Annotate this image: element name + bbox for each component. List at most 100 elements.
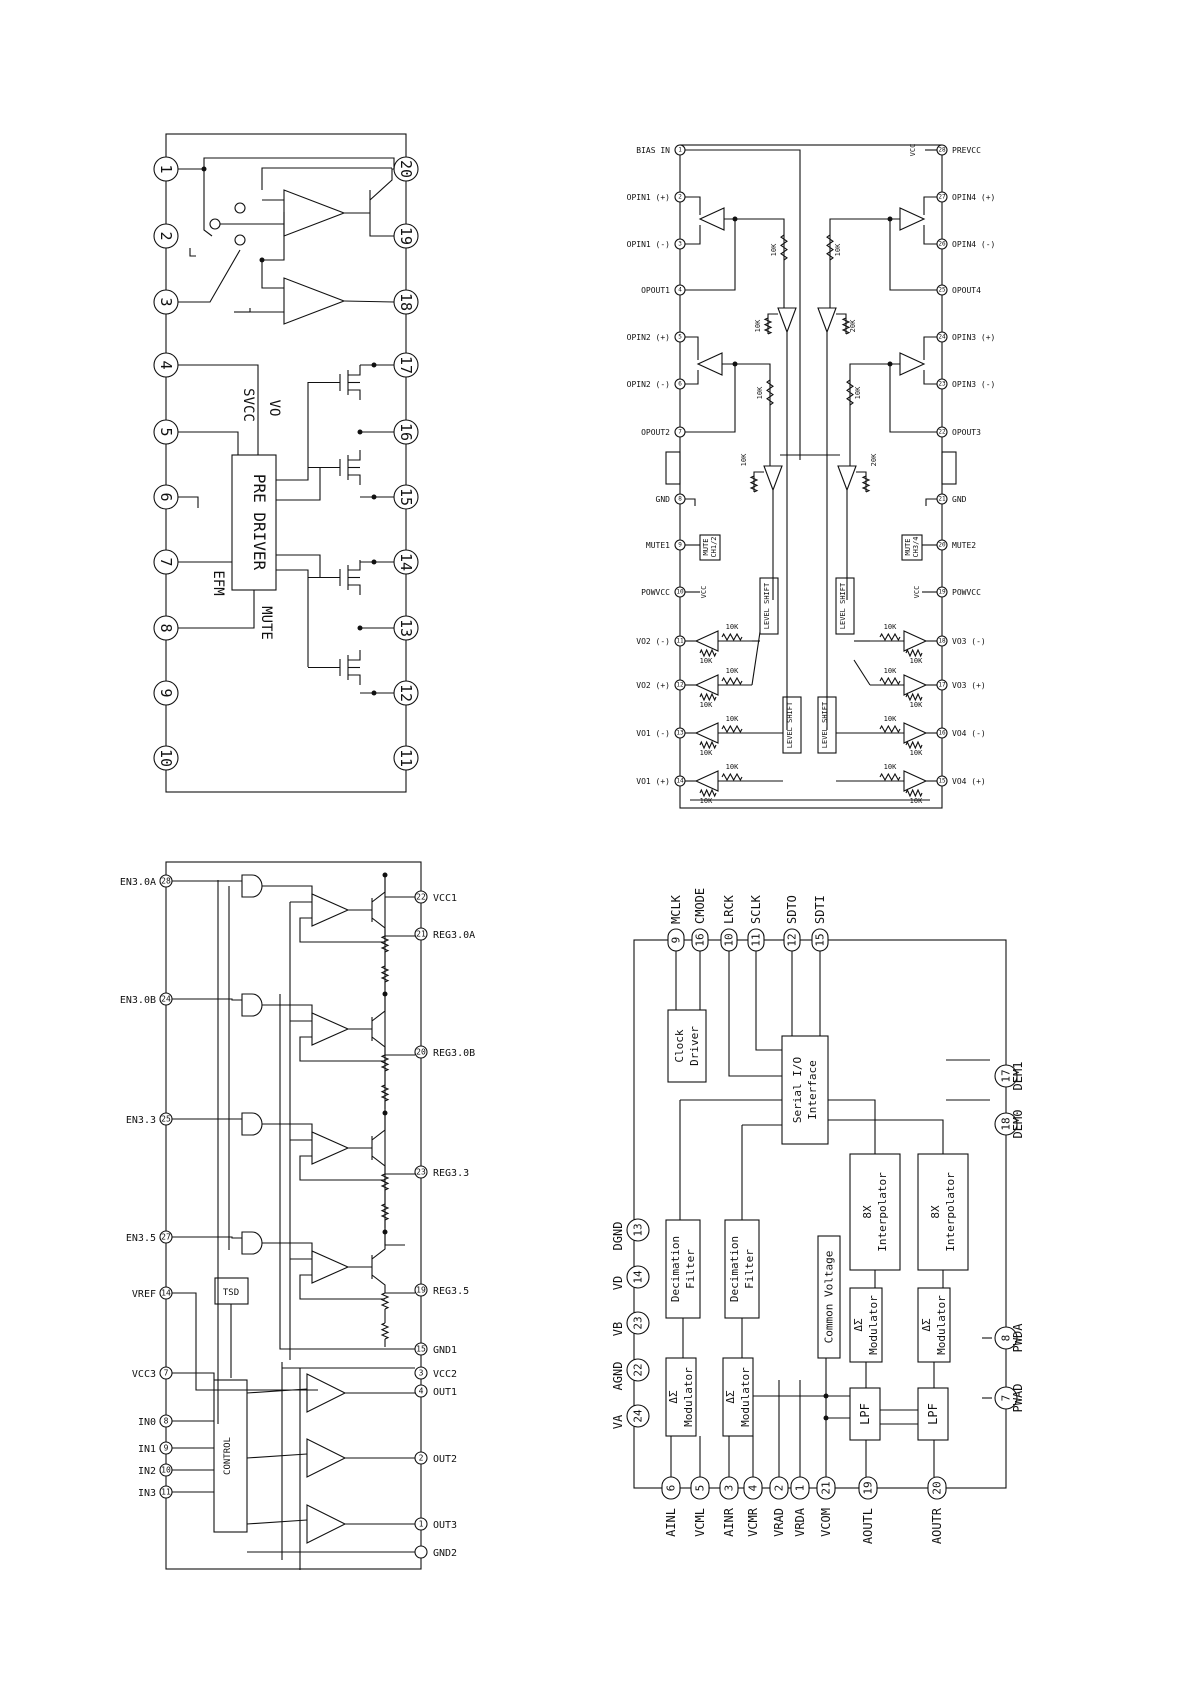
pin-label: PREVCC <box>952 146 981 155</box>
pin-number: 15 <box>814 933 827 946</box>
resistor-label: 10K <box>884 667 897 675</box>
wire <box>755 951 782 1051</box>
pin-label: VCMR <box>746 1507 760 1537</box>
mute-sub-label: CH3/4 <box>912 536 920 557</box>
pin-number: 21 <box>820 1481 833 1494</box>
pin-number: 28 <box>938 147 946 154</box>
loop-left <box>665 451 681 485</box>
pin-number: 8 <box>1000 1335 1013 1342</box>
wire <box>384 875 405 1246</box>
modulator-block-adc-l <box>665 1357 697 1437</box>
modulator-block-dac-l-label: Modulator <box>867 1295 880 1355</box>
wire <box>189 248 196 257</box>
pin-oval <box>858 1476 878 1500</box>
pin-number: 3 <box>723 1485 736 1492</box>
common-voltage-block-label: Common Voltage <box>823 1251 836 1344</box>
pin-number: 12 <box>786 933 799 946</box>
pin-label: VO1 (+) <box>636 777 670 786</box>
wire <box>751 631 761 686</box>
pin-label: IN0 <box>138 1417 156 1428</box>
wire <box>371 1155 386 1174</box>
pin-label: REG3.0B <box>433 1048 475 1059</box>
control-label: CONTROL <box>223 1437 233 1475</box>
loop-right <box>941 451 957 485</box>
opamp-output <box>903 722 928 744</box>
pin-number: 8 <box>678 496 682 503</box>
resistor-symbol <box>763 317 773 335</box>
and-gate <box>241 874 263 898</box>
pin-oval <box>994 1386 1018 1410</box>
junction-dot <box>823 1393 829 1399</box>
pin-label: OPIN3 (-) <box>952 380 995 389</box>
modulator-block-adc-r-label: Modulator <box>739 1367 752 1427</box>
pin-number: 20 <box>931 1481 944 1494</box>
pin-number: 21 <box>416 930 426 939</box>
modulator-block-dac-l-label: ΔΣ <box>852 1318 865 1332</box>
pin-number: 8 <box>164 1417 169 1426</box>
wire <box>348 450 361 461</box>
resistor-symbol <box>780 234 788 261</box>
wire <box>172 998 242 1001</box>
ic-outline <box>165 133 407 793</box>
junction-dot <box>371 690 377 696</box>
pin-label: GND2 <box>433 1548 457 1559</box>
wire <box>203 169 213 237</box>
pin-label: GND <box>656 495 671 504</box>
resistor-symbol <box>721 772 743 782</box>
wire <box>767 313 778 334</box>
wire <box>371 1232 386 1260</box>
switch-contact <box>234 234 246 246</box>
wire <box>178 249 241 303</box>
wire <box>828 1119 944 1154</box>
pin-number: 15 <box>938 778 946 785</box>
wire <box>276 554 321 577</box>
opamp-regulator <box>311 1131 350 1165</box>
level-shift-box-left-lower <box>782 696 802 754</box>
resistor-symbol <box>826 234 834 261</box>
modulator-block-adc-r <box>722 1357 754 1437</box>
pin-number: 20 <box>416 1048 426 1057</box>
pin-oval <box>626 1358 650 1382</box>
pin-number: 16 <box>938 730 946 737</box>
wire <box>828 1099 876 1154</box>
serial-io-block-label: Serial I/O <box>791 1057 804 1123</box>
wire <box>178 590 255 629</box>
wire <box>856 471 867 492</box>
wire <box>829 218 890 308</box>
pin-number: 16 <box>694 933 707 946</box>
pin-number: 27 <box>938 194 946 201</box>
resistor-symbol <box>699 692 717 702</box>
pin-label: EN3.0A <box>120 877 156 888</box>
resistor-symbol <box>879 772 901 782</box>
pin-label: LRCK <box>722 894 736 924</box>
opamp-upper <box>283 189 346 237</box>
pin-label: EN3.0B <box>120 995 156 1006</box>
pin-label: VD <box>611 1276 625 1290</box>
pin-label: AINL <box>664 1508 678 1537</box>
pin-number: 7 <box>164 1369 169 1378</box>
pin-number: 14 <box>676 778 684 785</box>
pin-label: IN1 <box>138 1444 156 1455</box>
pin-label: MCLK <box>669 894 683 924</box>
wire <box>299 1036 385 1062</box>
opamp-out1 <box>306 1373 347 1413</box>
pin-oval <box>994 1326 1018 1350</box>
wire <box>203 157 395 169</box>
pin-number: 10 <box>723 933 736 946</box>
diagram-audio-codec: 9MCLK16CMODE10LRCK11SCLK12SDTO15SDTI24VA… <box>611 888 1025 1544</box>
pin-label: OUT1 <box>433 1387 457 1398</box>
wire <box>923 336 937 360</box>
pin-number: 25 <box>938 287 946 294</box>
opamp-output <box>903 770 928 792</box>
pin-number: 4 <box>747 1484 760 1491</box>
pin-label: AOUTL <box>861 1508 875 1544</box>
pin-oval <box>994 1064 1018 1088</box>
wire <box>262 1242 313 1257</box>
wire <box>299 1155 385 1181</box>
mute-label: MUTE <box>258 606 274 640</box>
opamp-regulator <box>311 893 350 927</box>
pin-number: 17 <box>938 682 946 689</box>
pin-label: VRDA <box>793 1507 807 1537</box>
opamp-lower <box>283 277 346 325</box>
pin-number: 23 <box>938 381 946 388</box>
